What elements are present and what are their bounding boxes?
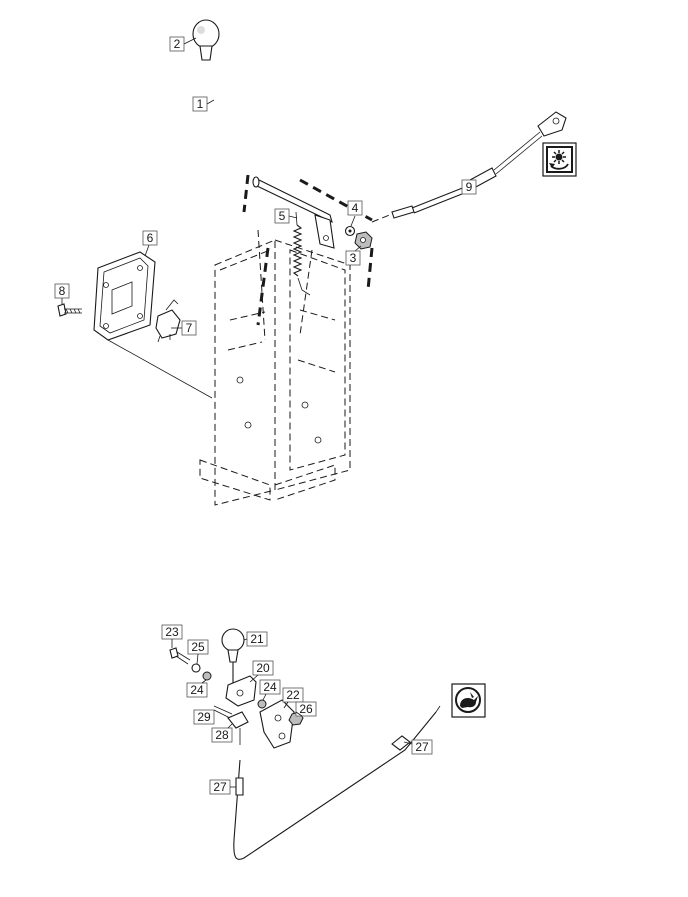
- bolt-29: [213, 705, 233, 719]
- svg-text:21: 21: [250, 632, 264, 646]
- callout-23: 23: [161, 624, 183, 648]
- svg-text:22: 22: [286, 688, 300, 702]
- gear-rotate-icon: [542, 142, 577, 177]
- svg-text:1: 1: [197, 97, 204, 111]
- callout-5: 5: [274, 208, 298, 224]
- callout-8: 8: [54, 283, 70, 304]
- callout-20: 20: [249, 660, 274, 683]
- frame-housing: [199, 229, 351, 506]
- nut: [354, 231, 373, 250]
- svg-text:8: 8: [59, 284, 66, 298]
- cover-plate: [93, 251, 156, 341]
- washer-24-left: [202, 671, 212, 681]
- cross-shaft: [252, 176, 335, 249]
- rabbit-speed-icon: [451, 683, 486, 718]
- svg-text:7: 7: [186, 321, 193, 335]
- shift-lever-rod: [203, 59, 291, 196]
- callout-9: 9: [461, 179, 477, 195]
- spring: [292, 211, 311, 296]
- svg-text:3: 3: [350, 251, 357, 265]
- cutline-left: [242, 174, 250, 213]
- upper-assembly: 2 1 5 4 3 6 7: [54, 19, 577, 506]
- clip-28: [227, 711, 249, 745]
- cutline-left-lower: [256, 247, 270, 326]
- washer-25: [191, 663, 201, 673]
- callout-29: 29: [193, 709, 215, 725]
- svg-text:24: 24: [190, 683, 204, 697]
- throttle-bracket: [225, 675, 257, 707]
- svg-text:2: 2: [174, 37, 181, 51]
- callout-26: 26: [295, 701, 317, 717]
- callout-21: 21: [243, 631, 268, 647]
- svg-text:23: 23: [165, 625, 179, 639]
- callout-1: 1: [192, 96, 215, 112]
- throttle-knob: [221, 628, 245, 688]
- callout-24-left: 24: [186, 679, 208, 698]
- throttle-cable: [233, 711, 437, 860]
- mount-bracket: [259, 699, 295, 749]
- shift-cable: [371, 111, 567, 223]
- lever-knob: [192, 19, 220, 61]
- svg-text:25: 25: [191, 640, 205, 654]
- svg-text:4: 4: [352, 201, 359, 215]
- cutline-right: [366, 247, 374, 291]
- callout-2: 2: [169, 36, 197, 52]
- washer-24-right: [257, 699, 267, 709]
- callout-28: 28: [211, 723, 233, 743]
- callout-4: 4: [347, 200, 363, 227]
- svg-text:27: 27: [213, 780, 227, 794]
- svg-text:29: 29: [197, 710, 211, 724]
- callout-3: 3: [345, 245, 362, 266]
- svg-text:27: 27: [415, 740, 429, 754]
- svg-text:26: 26: [299, 702, 313, 716]
- svg-text:9: 9: [466, 180, 473, 194]
- callout-6: 6: [142, 230, 158, 257]
- bolt-23: [169, 647, 191, 665]
- callout-27-left: 27: [209, 779, 236, 795]
- micro-switch: [155, 299, 181, 343]
- svg-text:6: 6: [147, 231, 154, 245]
- svg-text:28: 28: [215, 728, 229, 742]
- callout-22: 22: [282, 687, 304, 709]
- bolt: [57, 303, 82, 317]
- callout-27-right: 27: [403, 739, 433, 755]
- svg-text:24: 24: [263, 680, 277, 694]
- svg-text:20: 20: [256, 661, 270, 675]
- callout-24-right: 24: [259, 679, 281, 701]
- lower-assembly: 23 25 21 20 24 24 22: [161, 624, 486, 860]
- svg-text:5: 5: [279, 209, 286, 223]
- callout-7: 7: [171, 320, 197, 336]
- callout-25: 25: [187, 639, 209, 665]
